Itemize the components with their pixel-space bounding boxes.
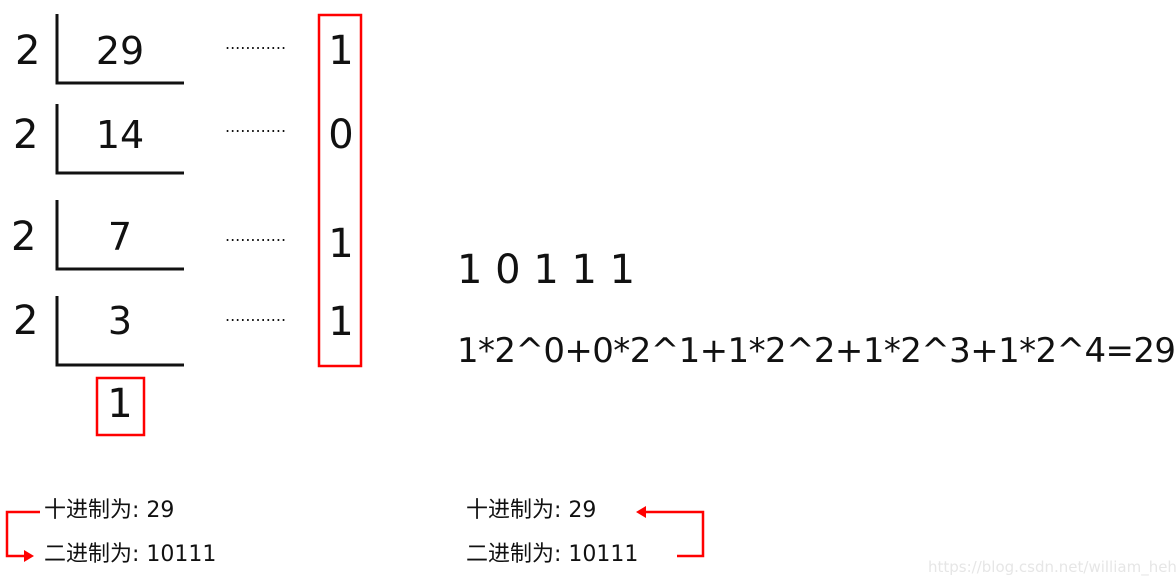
left-arrow-line: [5, 510, 40, 558]
left-decimal-label: 十进制为: 29: [44, 498, 175, 523]
divisor: 2: [13, 112, 39, 158]
final-quotient: 1: [107, 381, 133, 427]
dividend: 7: [107, 215, 133, 259]
dividend: 3: [107, 299, 133, 343]
left-binary-label: 二进制为: 10111: [44, 542, 217, 567]
right-arrow-head: [636, 506, 646, 518]
divisor: 2: [15, 28, 41, 74]
remainder: 0: [328, 112, 354, 158]
remainder: 1: [328, 221, 354, 267]
remainders-highlight-box: [317, 13, 363, 368]
division-bracket-2: [55, 104, 184, 175]
remainder: 1: [328, 28, 354, 74]
dividend: 14: [95, 113, 145, 157]
division-bracket-1: [55, 14, 184, 85]
division-bracket-4: [55, 296, 184, 367]
divisor: 2: [11, 214, 37, 260]
dotted-leader: ............: [225, 34, 287, 53]
divisor: 2: [13, 298, 39, 344]
final-quotient-highlight-box: [95, 376, 146, 437]
expansion-formula: 1*2^0+0*2^1+1*2^2+1*2^3+1*2^4=29: [457, 331, 1176, 371]
remainder: 1: [328, 299, 354, 345]
right-binary-label: 二进制为: 10111: [466, 542, 639, 567]
dividend: 29: [95, 29, 145, 73]
division-bracket-3: [55, 200, 184, 271]
watermark: https://blog.csdn.net/william_hehe: [928, 558, 1176, 576]
binary-result: 1 0 1 1 1: [457, 247, 636, 293]
dotted-leader: ............: [225, 226, 287, 245]
right-decimal-label: 十进制为: 29: [466, 498, 597, 523]
left-arrow-head: [24, 550, 34, 562]
right-arrow-line: [646, 510, 705, 558]
dotted-leader: ............: [225, 306, 287, 325]
dotted-leader: ............: [225, 117, 287, 136]
